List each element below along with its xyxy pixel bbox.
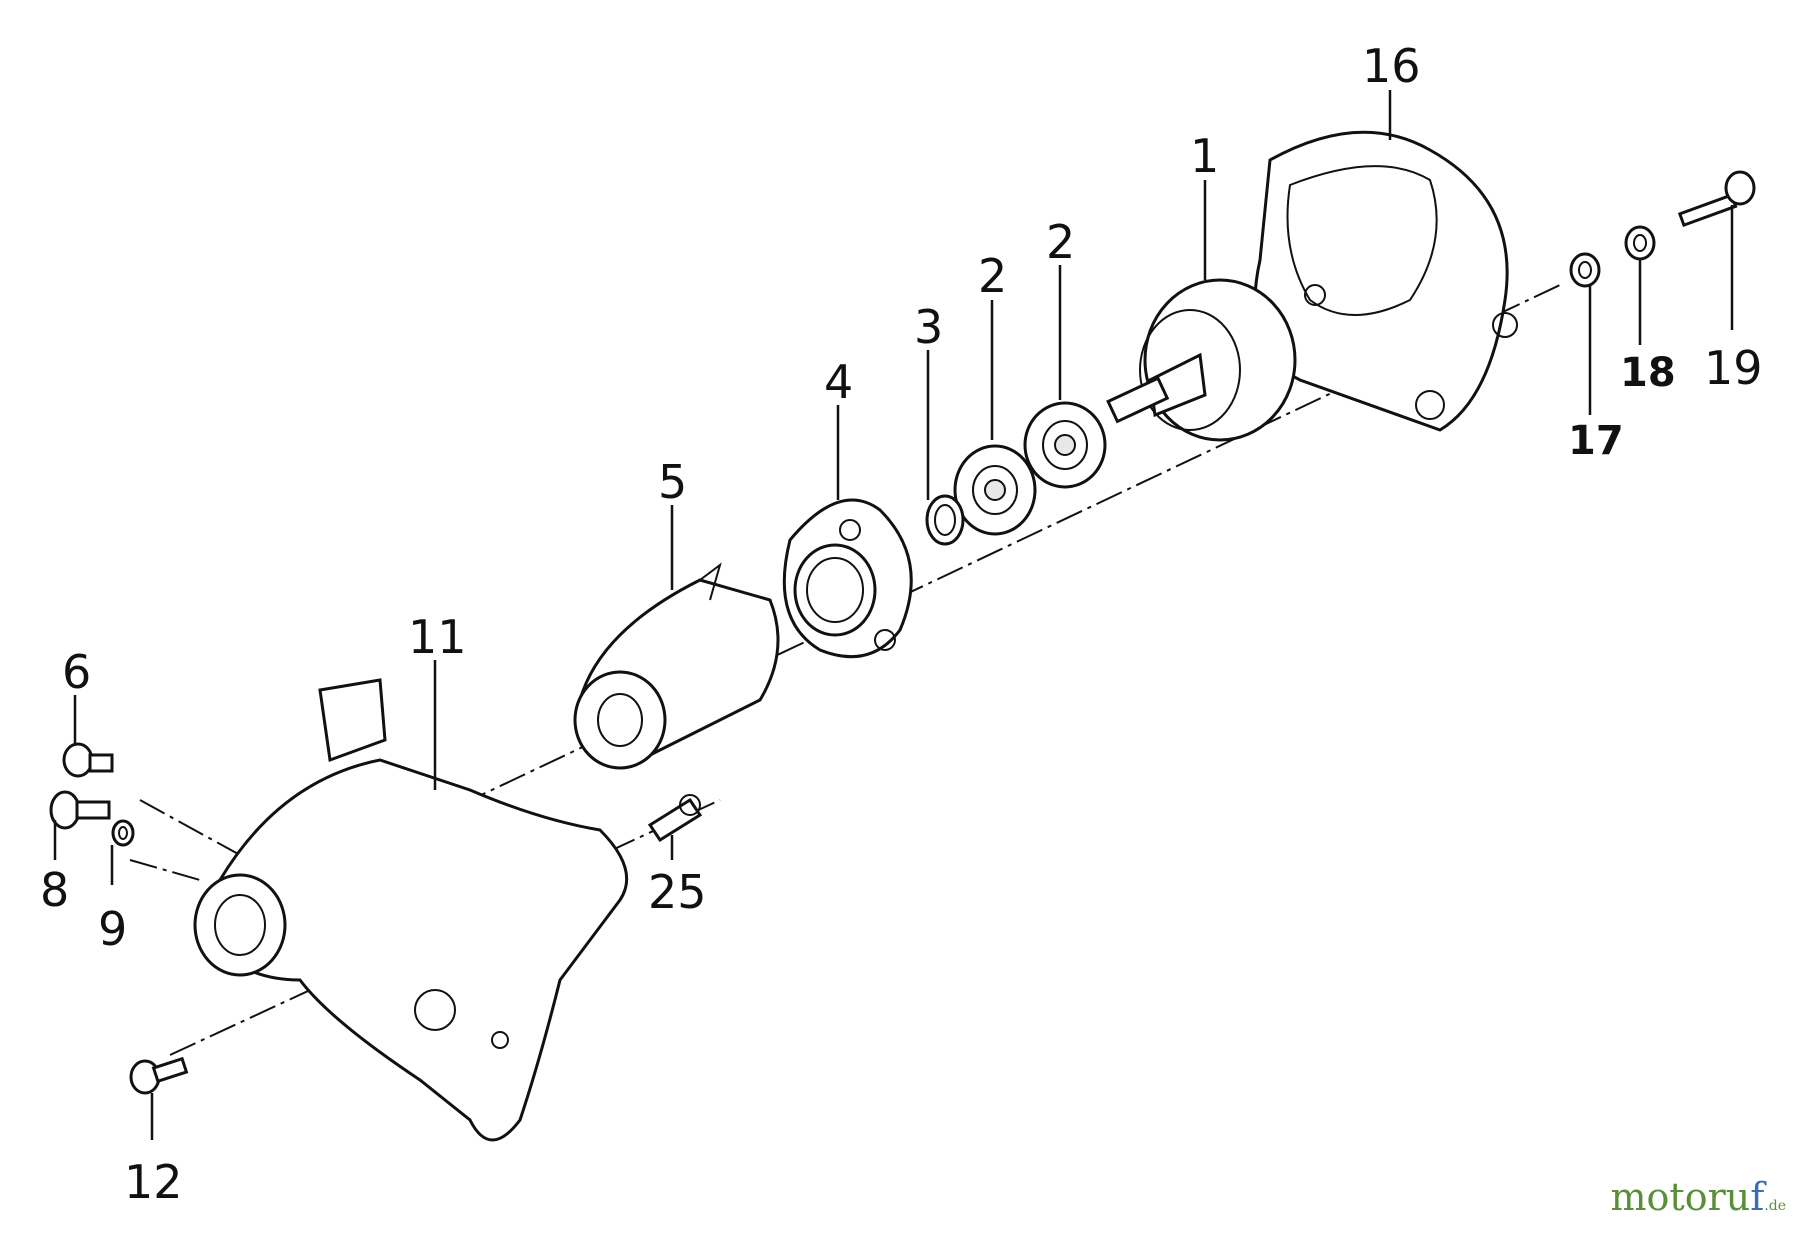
part-6-bolt[interactable] — [62, 742, 114, 778]
part-9-washer[interactable] — [111, 819, 135, 847]
part-label-9: 9 — [98, 902, 127, 956]
watermark-logo: motoruf.de — [1611, 1175, 1786, 1219]
part-16-cover[interactable] — [1253, 130, 1518, 432]
part-label-17: 17 — [1568, 418, 1624, 464]
part-label-11: 11 — [408, 610, 467, 664]
part-label-1: 1 — [1190, 129, 1219, 183]
part-label-2a: 2 — [978, 249, 1007, 303]
part-5-cone-sleeve[interactable] — [573, 562, 780, 770]
part-18-washer[interactable] — [1624, 225, 1656, 261]
part-4-bearing-housing[interactable] — [782, 498, 913, 659]
part-17-washer[interactable] — [1569, 252, 1601, 288]
part-label-25: 25 — [648, 865, 707, 919]
part-label-4: 4 — [824, 355, 853, 409]
part-2-bearing-a[interactable] — [1023, 401, 1107, 489]
part-label-5: 5 — [658, 455, 687, 509]
part-2-bearing-b[interactable] — [953, 444, 1037, 536]
part-12-screw[interactable] — [129, 1056, 189, 1095]
assembly-axis-lower — [169, 799, 721, 1056]
watermark-f: f — [1750, 1175, 1765, 1219]
part-label-2b: 2 — [1046, 215, 1075, 269]
part-label-19: 19 — [1704, 341, 1763, 395]
part-8-bolt[interactable] — [49, 790, 111, 830]
assembly-axis-bolts — [139, 799, 241, 856]
part-label-6: 6 — [62, 645, 91, 699]
part-label-18: 18 — [1620, 350, 1676, 396]
watermark-tld: .de — [1764, 1198, 1786, 1214]
part-1-clutch-drum[interactable] — [1106, 278, 1297, 442]
part-label-12: 12 — [124, 1155, 183, 1209]
part-label-3: 3 — [914, 300, 943, 354]
part-11-housing[interactable] — [193, 678, 629, 1142]
part-label-8: 8 — [40, 863, 69, 917]
part-label-16: 16 — [1362, 39, 1421, 93]
part-25-pin[interactable] — [647, 794, 703, 843]
part-3-snap-ring[interactable] — [925, 494, 965, 546]
watermark-main: motoru — [1610, 1175, 1751, 1219]
assembly-axis-screw — [129, 859, 201, 881]
part-19-bolt[interactable] — [1677, 170, 1756, 228]
